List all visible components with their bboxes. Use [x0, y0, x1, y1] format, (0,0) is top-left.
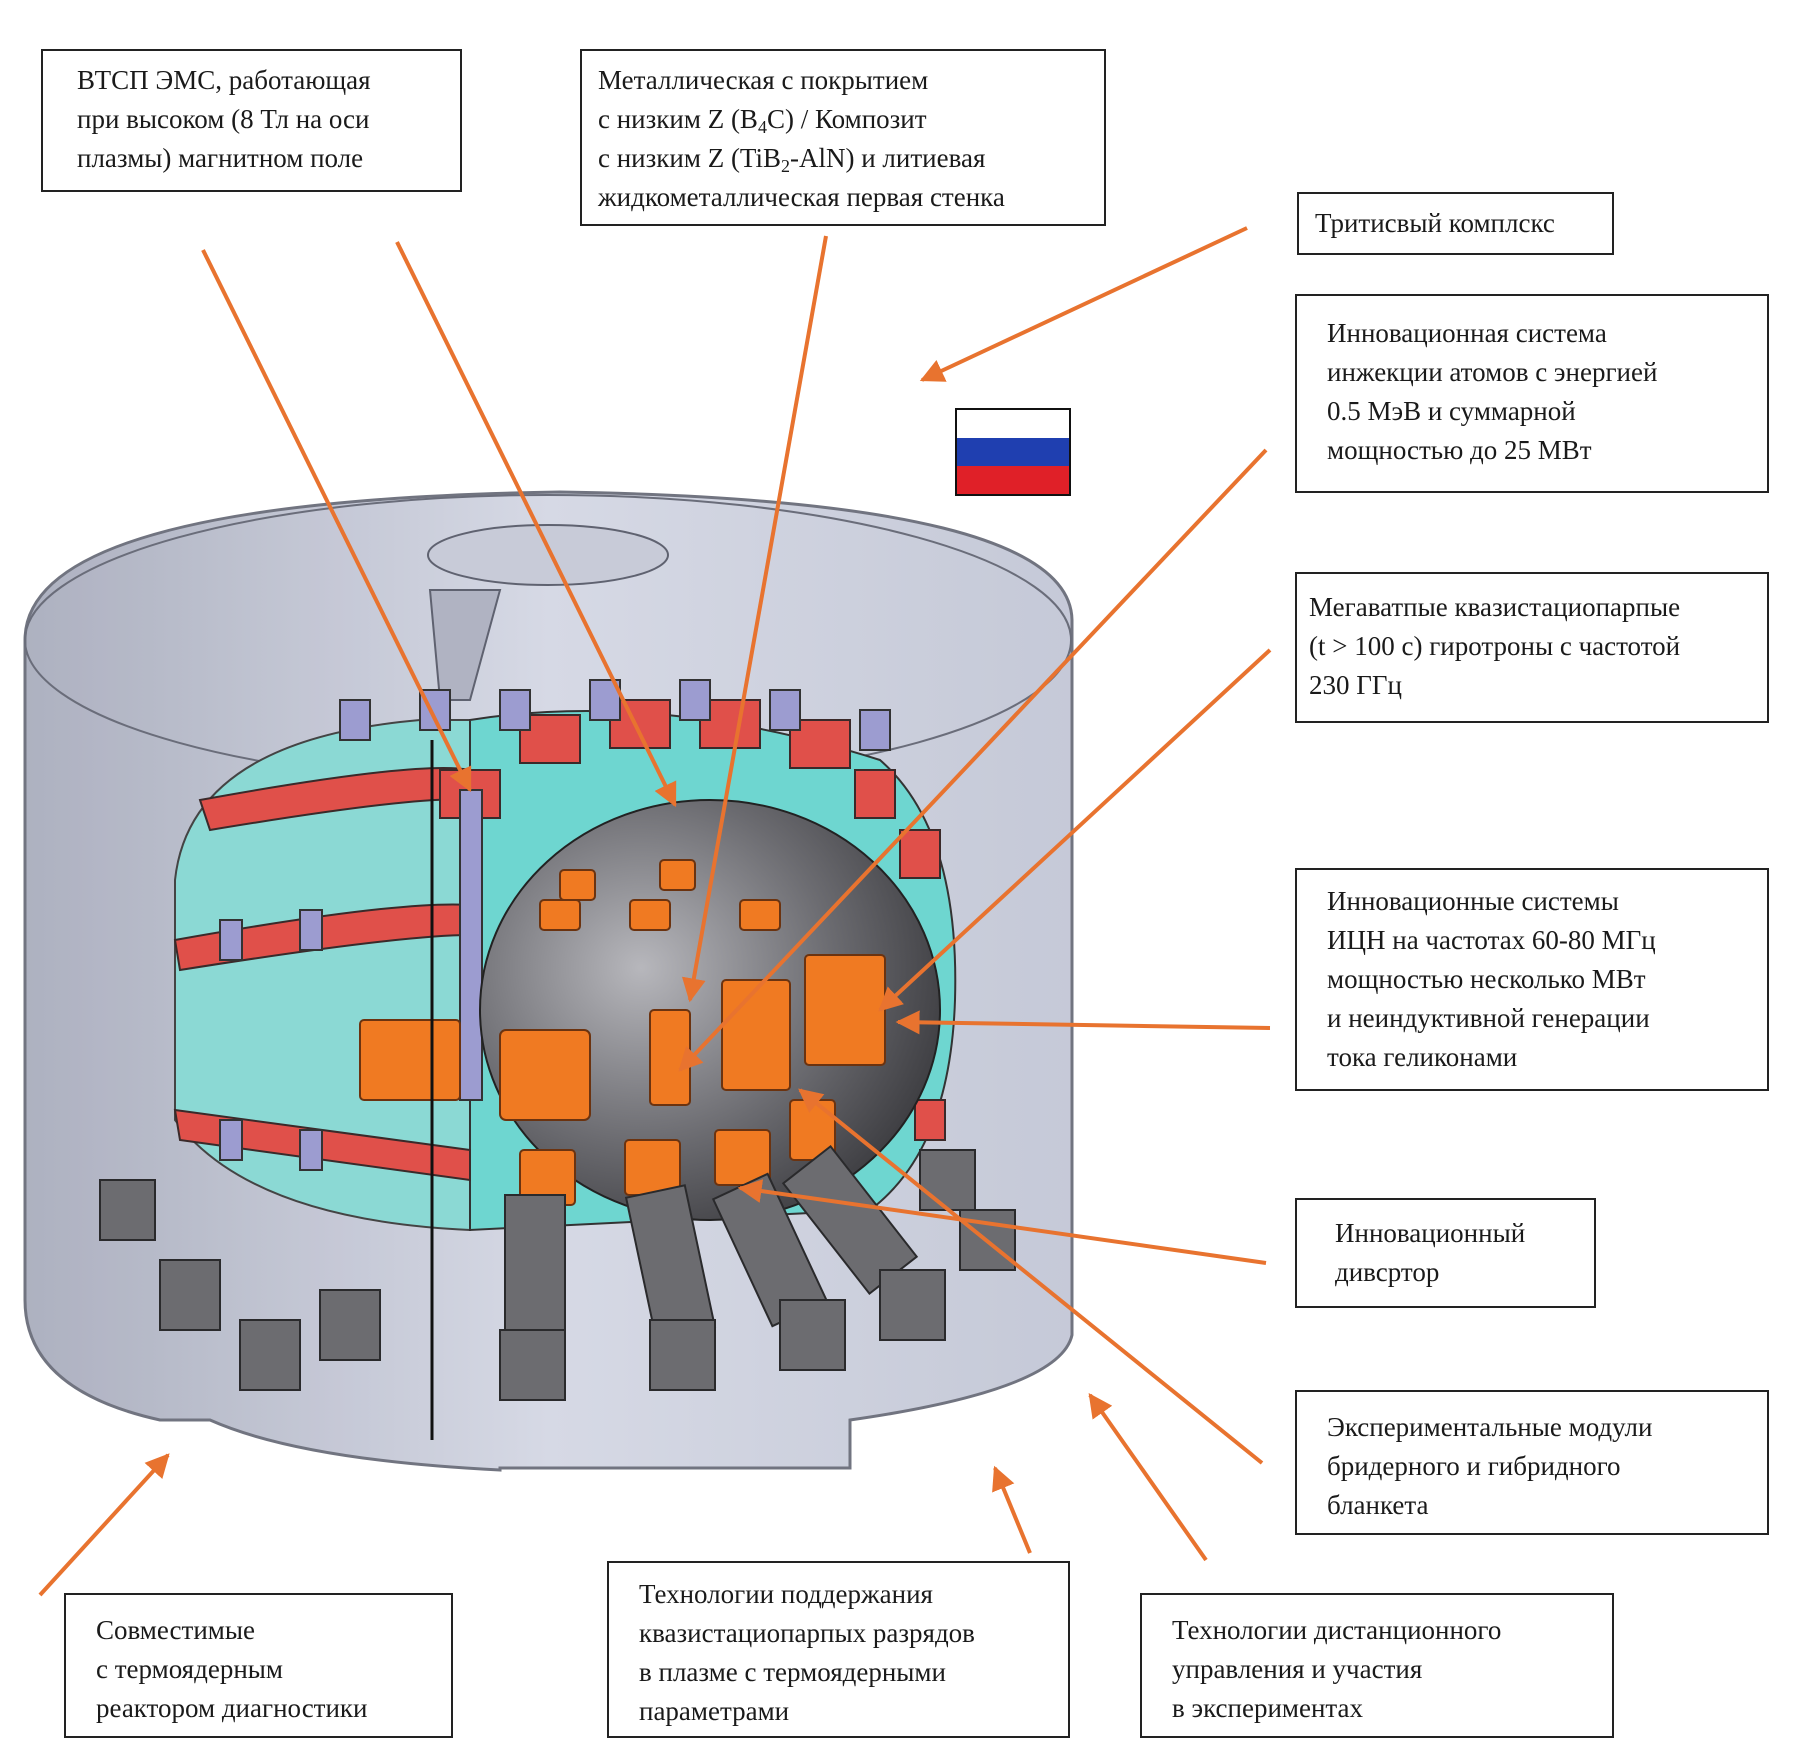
label-line: Тритисвый комплскс: [1315, 208, 1555, 238]
label-line: параметрами: [639, 1696, 790, 1726]
label-line: Металлическая с покрытием: [598, 65, 929, 95]
label-line: мощностью до 25 МВт: [1327, 435, 1592, 465]
subscript: 4: [757, 117, 767, 137]
label-divertor: Инновационный дивсртор: [1295, 1198, 1596, 1308]
label-line: с низким Z (B4C) / Композит: [598, 100, 1086, 139]
label-line: жидкометаллическая первая стенка: [598, 182, 1005, 212]
label-line: мощностью несколько МВт: [1327, 964, 1646, 994]
label-hts-ems: ВТСП ЭМС, работающая при высоком (8 Тл н…: [41, 49, 462, 192]
label-line: с низким Z (TiB2-AlN) и литиевая: [598, 139, 1086, 178]
arrow-diagnostics: [38, 1453, 170, 1597]
label-line: в плазме с термоядерными: [639, 1657, 946, 1687]
arrow-icrh: [895, 1010, 1271, 1035]
flag-stripe-white: [957, 410, 1069, 438]
label-gyrotrons: Мегаватпые квазистациопарпые (t > 100 с)…: [1295, 572, 1769, 723]
label-line: с термоядерным: [96, 1654, 283, 1684]
arrow-nbi: [678, 448, 1268, 1072]
label-line: в экспериментах: [1172, 1693, 1364, 1723]
label-line: и неиндуктивной генерации: [1327, 1003, 1650, 1033]
label-first-wall: Металлическая с покрытием с низким Z (B4…: [580, 49, 1106, 226]
label-line: Инновационная система: [1327, 318, 1607, 348]
label-icrh-systems: Инновационные системы ИЦН на частотах 60…: [1295, 868, 1769, 1091]
label-line: реактором диагностики: [96, 1693, 368, 1723]
label-line: 0.5 МэВ и суммарной: [1327, 396, 1576, 426]
label-line: Технологии дистанционного: [1172, 1615, 1502, 1645]
label-line: бридерного и гибридного: [1327, 1451, 1621, 1481]
label-line: ВТСП ЭМС, работающая: [77, 65, 371, 95]
arrow-blanket: [798, 1088, 1264, 1465]
label-quasistationary-discharges: Технологии поддержания квазистациопарпых…: [607, 1561, 1070, 1738]
arrow-first-wall-b: [681, 235, 828, 1003]
label-line: ИЦН на частотах 60-80 МГц: [1327, 925, 1656, 955]
label-line: Технологии поддержания: [639, 1579, 933, 1609]
subscript: 2: [781, 156, 790, 176]
arrow-discharges: [992, 1465, 1032, 1554]
label-line: Инновационные системы: [1327, 886, 1619, 916]
text-run: с низким Z (B: [598, 104, 758, 134]
label-line: (t > 100 с) гиротроны с частотой: [1309, 631, 1681, 661]
arrow-gyrotrons: [878, 648, 1272, 1012]
coil-supports: [219, 679, 891, 1171]
label-neutral-beam-injection: Инновационная система инжекции атомов с …: [1295, 294, 1769, 493]
text-run: с низким Z (TiB: [598, 143, 781, 173]
port-extensions: [99, 1144, 1016, 1401]
arrow-tritium: [919, 226, 1248, 382]
flag-stripe-blue: [957, 437, 1069, 466]
russian-flag-icon: [955, 408, 1071, 496]
label-line: Инновационный: [1335, 1218, 1526, 1248]
flag-stripe-red: [957, 465, 1069, 494]
text-run: -AlN) и литиевая: [790, 143, 986, 173]
label-line: плазмы) магнитном поле: [77, 143, 364, 173]
label-line: управления и участия: [1172, 1654, 1423, 1684]
label-line: дивсртор: [1335, 1257, 1440, 1287]
label-line: тока геликонами: [1327, 1042, 1518, 1072]
label-diagnostics: Совместимые с термоядерным реактором диа…: [64, 1593, 453, 1738]
arrow-divertor: [737, 1179, 1267, 1265]
arrow-remote: [1088, 1393, 1208, 1562]
label-line: инжекции атомов с энергией: [1327, 357, 1658, 387]
leader-arrows: [38, 226, 1272, 1597]
arrow-first-wall-a: [395, 241, 677, 808]
label-line: при высоком (8 Тл на оси: [77, 104, 370, 134]
text-run: C) / Композит: [766, 104, 927, 134]
label-line: Экспериментальные модули: [1327, 1412, 1653, 1442]
label-line: 230 ГГц: [1309, 670, 1402, 700]
label-line: квазистациопарпых разрядов: [639, 1618, 975, 1648]
label-line: Мегаватпые квазистациопарпые: [1309, 592, 1681, 622]
label-tritium-complex: Тритисвый комплскс: [1297, 192, 1614, 255]
arrow-hts-ems: [201, 249, 472, 793]
ports: [359, 859, 886, 1206]
label-line: Совместимые: [96, 1615, 255, 1645]
label-remote-control: Технологии дистанционного управления и у…: [1140, 1593, 1614, 1738]
label-line: бланкета: [1327, 1490, 1429, 1520]
label-blanket-modules: Экспериментальные модули бридерного и ги…: [1295, 1390, 1769, 1535]
